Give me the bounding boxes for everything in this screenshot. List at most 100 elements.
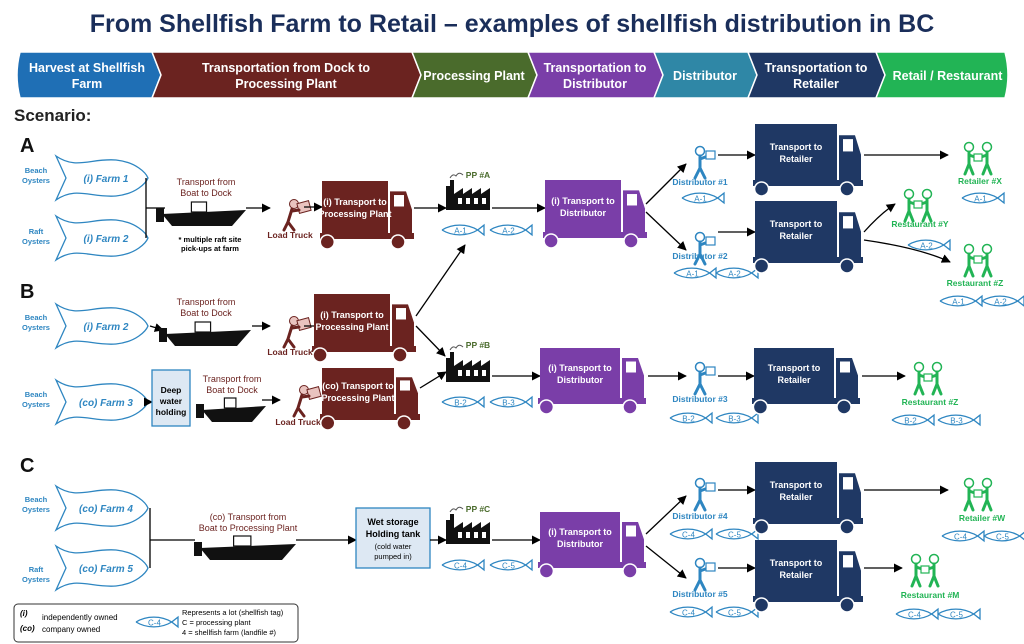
fish-label: C-4 (954, 533, 967, 542)
truck-label: Retailer (777, 375, 811, 385)
lot-tag-icon: B-2 (441, 395, 485, 409)
truck-window (400, 380, 410, 391)
truck-chassis (753, 518, 863, 524)
fish-label: C-5 (950, 611, 963, 620)
flow-arrow (645, 495, 687, 535)
truck-wheel (753, 519, 770, 535)
factory-window (482, 532, 486, 538)
scenario-letter-b: B (20, 281, 34, 303)
lot-tag-icon: C-4 (669, 527, 713, 541)
fish-label: A-1 (694, 195, 707, 204)
fish-outline (54, 214, 149, 262)
person-body (903, 197, 920, 223)
smoke (449, 506, 464, 513)
truck-wheel (836, 399, 852, 415)
distributor-icon (693, 145, 716, 180)
truck-label: (i) Transport to (323, 197, 387, 207)
handoff-box (973, 255, 983, 264)
fish-outline (441, 223, 485, 237)
person-head (694, 557, 706, 569)
fish-outline (715, 411, 759, 425)
boat-hull (200, 544, 296, 560)
species-label: Raft (29, 565, 44, 574)
plant-label: PP #A (466, 170, 490, 180)
person-head (694, 145, 706, 157)
fish-label: C-4 (454, 562, 467, 571)
boat-cabin (194, 321, 212, 333)
lot-tag-icon: A-1 (939, 294, 983, 308)
farm-fish-icon: (i) Farm 1 (54, 154, 149, 202)
farm-label: (co) Farm 3 (79, 398, 133, 409)
factory-body (446, 180, 490, 210)
factory-window (458, 532, 462, 538)
lot-tag-icon: A-1 (961, 191, 1005, 205)
stage-arrow-6 (746, 51, 886, 99)
factory-window (466, 532, 470, 538)
fish-outline (961, 191, 1005, 205)
boat-cabin (233, 535, 252, 547)
fish-outline (135, 615, 179, 629)
fish-label: B-2 (682, 415, 695, 424)
flow-arrow (419, 371, 447, 389)
truck-body (755, 201, 837, 257)
fish-outline (715, 605, 759, 619)
person-box (705, 482, 716, 492)
load-truck-worker-icon (292, 385, 322, 418)
farm-fish-icon: (i) Farm 2 (54, 214, 149, 262)
stage-label: Transportation to (765, 61, 868, 75)
retail-people-icon (910, 553, 940, 588)
fish-label: B-2 (454, 399, 467, 408)
truck-wheel (538, 399, 555, 415)
stage-arrow-1 (16, 51, 162, 99)
distributor-icon (693, 557, 716, 592)
person-body (926, 370, 943, 396)
boat-hull (202, 406, 266, 422)
lot-tag-icon: C-5 (983, 530, 1024, 542)
species-label: Beach (25, 313, 48, 322)
fish-outline (715, 527, 759, 541)
fish-label: B-3 (728, 415, 741, 424)
fish-label: A-2 (994, 298, 1007, 307)
truck-wheel (753, 181, 770, 197)
fish-label: C-5 (502, 562, 515, 571)
truck-wheel (543, 233, 559, 249)
stage-label: Farm (72, 77, 103, 91)
scenario-heading: Scenario: (14, 106, 91, 125)
scenario-letter-c: C (20, 455, 34, 477)
person-head (913, 361, 925, 373)
truck-wheel (753, 258, 770, 274)
truck-wheel (752, 399, 769, 415)
boat-icon (159, 321, 251, 346)
handoff-box (920, 565, 930, 574)
fish-outline (937, 413, 981, 427)
fish-label: B-3 (950, 417, 963, 426)
truck-window (627, 194, 637, 206)
person-head (981, 477, 993, 489)
factory-window (474, 532, 478, 538)
flow-arrow (645, 211, 687, 251)
truck-window (843, 477, 853, 490)
truck-label: (i) Transport to (551, 196, 615, 206)
truck-wheel (753, 597, 770, 613)
boat-icon (156, 201, 246, 226)
distributor-label: Distributor #2 (672, 251, 728, 261)
fish-outline (937, 607, 981, 621)
farm-fish-icon: (i) Farm 2 (54, 302, 149, 350)
step-label: Transport from (177, 177, 236, 187)
retail-label: Restaurant #Z (902, 397, 959, 407)
fish-outline (54, 302, 149, 350)
lot-tag-icon: B-3 (937, 413, 981, 427)
species-label: Beach (25, 495, 48, 504)
fish-label: C-4 (682, 531, 695, 540)
person-body (963, 252, 980, 278)
truck-label: Distributor (557, 539, 603, 549)
truck-body (540, 348, 620, 398)
holding-label: holding (156, 407, 187, 417)
fish-label: C-5 (728, 609, 741, 618)
